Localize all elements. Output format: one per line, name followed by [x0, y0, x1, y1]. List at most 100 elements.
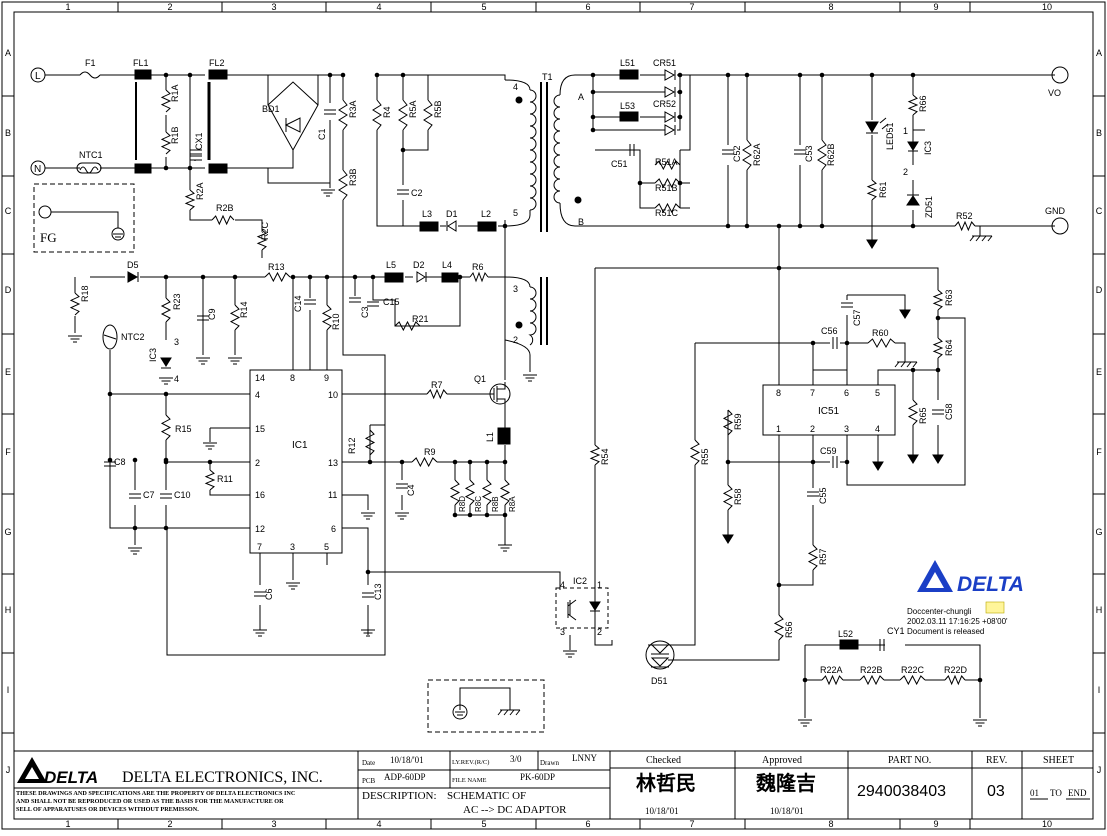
resistor-symbol [160, 131, 172, 155]
resistor-symbol [204, 469, 216, 491]
resistor-symbol [423, 99, 433, 131]
file-name-value: PK-60DP [520, 772, 556, 782]
resistor-symbol [654, 177, 681, 189]
ntc1-label: NTC1 [79, 150, 103, 160]
r5a-label: R5A [408, 100, 418, 118]
fl1-label: FL1 [133, 58, 149, 68]
sheet-from: 01 [1030, 788, 1039, 798]
ic1-p16-label: 16 [255, 490, 265, 500]
r58-label: R58 [733, 488, 743, 505]
r8c-label: R8C [474, 496, 483, 512]
resistor-symbol [907, 94, 919, 116]
description-label: DESCRIPTION: [362, 790, 437, 802]
stamp-timestamp: 2002.03.11 17:16:25 +08'00' [907, 617, 1008, 626]
resistor-symbol [321, 304, 333, 331]
rev-label: REV. [986, 755, 1008, 766]
row-label: C [5, 206, 12, 216]
column-label: 8 [828, 2, 833, 12]
resistor-symbol [160, 89, 172, 113]
ic51-p4-label: 4 [875, 424, 880, 434]
r51b-label: R51B [655, 183, 678, 193]
fg-box [33, 183, 135, 253]
pcb-value: ADP-60DP [384, 772, 426, 782]
resistor-symbol [773, 614, 785, 641]
resistor-symbol [954, 220, 976, 232]
r8b-label: R8B [491, 496, 500, 512]
ic51-p7-label: 7 [810, 388, 815, 398]
resistor-symbol [907, 399, 919, 426]
t1-a-label: A [578, 92, 584, 102]
row-label: D [5, 285, 12, 295]
row-label: I [1098, 685, 1101, 695]
ic1-p14-label: 14 [255, 373, 265, 383]
r2a-label: R2A [195, 182, 205, 200]
r57-label: R57 [818, 548, 828, 565]
notice-line-1: THESE DRAWINGS AND SPECIFICATIONS ARE TH… [16, 790, 296, 797]
resistor-symbol [211, 214, 235, 226]
r22b-label: R22B [860, 665, 883, 675]
resistor-symbol [469, 271, 489, 283]
bd1-label: BD1 [262, 104, 280, 114]
gnd-terminal-circle[interactable] [1051, 217, 1069, 235]
date-label: Date [362, 759, 376, 767]
r3b-label: R3B [348, 168, 358, 186]
resistor-symbol [742, 139, 752, 171]
title-block-frame [14, 750, 1093, 819]
vo-terminal-circle[interactable] [1051, 66, 1069, 84]
stamp-status: Document is released [907, 627, 984, 636]
fl1-top-symbol [134, 69, 152, 80]
r11-label: R11 [217, 474, 233, 484]
r22c-label: R22C [901, 665, 925, 675]
rev-value: 03 [987, 783, 1005, 800]
row-label: F [5, 447, 11, 457]
ic1-label: IC1 [292, 440, 308, 451]
column-label: 9 [933, 2, 938, 12]
ic1-p2-label: 2 [255, 458, 260, 468]
column-label: 2 [167, 819, 172, 829]
c55-label: C55 [818, 487, 828, 504]
column-label: 4 [376, 819, 381, 829]
l3-label: L3 [422, 209, 432, 219]
row-label: H [1096, 605, 1103, 615]
date-value: 10/18/'01 [390, 755, 424, 765]
ic1-p6-label: 6 [331, 524, 336, 534]
fl2-top-symbol [208, 69, 228, 80]
resistor-symbol [338, 169, 348, 201]
column-label: 6 [585, 819, 590, 829]
r51a-label: R51A [655, 157, 678, 167]
c52-label: C52 [732, 145, 742, 162]
r23-label: R23 [172, 293, 182, 310]
ic1-p13-label: 13 [328, 458, 338, 468]
r60-label: R60 [872, 328, 889, 338]
row-label: G [1095, 527, 1102, 537]
row-label: B [5, 128, 11, 138]
fg-terminal-circle[interactable] [38, 205, 52, 219]
ic51-p6-label: 6 [844, 388, 849, 398]
zd51-label: ZD51 [924, 196, 934, 218]
sheet-to: END [1068, 788, 1087, 798]
resistor-symbol [654, 202, 681, 214]
resistor-symbol [411, 456, 438, 468]
ntc2-symbol [102, 324, 118, 350]
column-label: 10 [1042, 819, 1052, 829]
ic3-p3-label: 3 [174, 337, 179, 347]
column-label: 5 [481, 819, 486, 829]
ic51-p5-label: 5 [875, 388, 880, 398]
r51c-label: R51C [655, 208, 679, 218]
c4-label: C4 [406, 484, 416, 496]
r22a-label: R22A [820, 665, 843, 675]
description-line-2: AC --> DC ADAPTOR [463, 804, 567, 816]
c8-label: C8 [114, 457, 126, 467]
column-label: 3 [271, 819, 276, 829]
resistor-symbol [689, 439, 701, 466]
n-terminal-circle[interactable] [30, 160, 46, 176]
shield-box [427, 679, 545, 733]
resistor-symbol [394, 320, 421, 332]
row-label: I [7, 685, 10, 695]
notice-line-2: AND SHALL NOT BE REPRODUCED OR USED AS T… [16, 798, 284, 805]
release-stamp: Doccenter-chungli 2002.03.11 17:16:25 +0… [907, 601, 1008, 636]
c1-label: C1 [317, 128, 327, 140]
l-terminal-circle[interactable] [30, 67, 46, 83]
c58-label: C58 [944, 403, 954, 420]
